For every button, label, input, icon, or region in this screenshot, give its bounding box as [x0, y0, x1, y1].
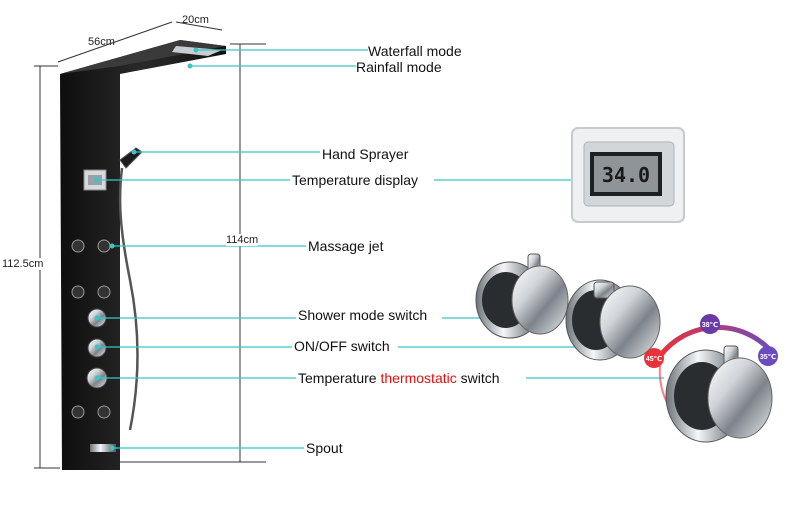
- height-right-dimension: 114cm: [226, 234, 259, 246]
- label-thermostatic-highlight: thermostatic: [380, 370, 457, 386]
- label-shower-mode-switch: Shower mode switch: [298, 307, 428, 323]
- dial-hot-badge: [644, 348, 664, 368]
- dial-mid-label: 38℃: [702, 321, 718, 329]
- panel-body: [60, 40, 226, 470]
- massage-jet: [97, 405, 111, 419]
- thermo-knob-cap: [707, 357, 773, 439]
- display-lcd: [594, 156, 658, 192]
- label-rainfall-mode: Rainfall mode: [356, 59, 442, 75]
- label-onoff-switch: ON/OFF switch: [294, 338, 390, 354]
- label-temperature-display: Temperature display: [292, 172, 419, 188]
- label-thermostatic-switch: Temperature thermostatic switch: [298, 370, 500, 386]
- massage-jets: [71, 239, 111, 419]
- hand-sprayer-head: [119, 147, 143, 169]
- massage-jet: [71, 239, 85, 253]
- leader-dots: [93, 47, 199, 451]
- label-massage-jet: Massage jet: [308, 238, 384, 254]
- shower-panel: [60, 40, 226, 470]
- dial-mid-badge: [700, 314, 720, 334]
- label-hand-sprayer: Hand Sprayer: [322, 146, 409, 162]
- width-dimension: 56cm: [88, 36, 115, 48]
- label-waterfall-mode: Waterfall mode: [368, 43, 462, 59]
- display-reading: 34.0: [602, 163, 650, 187]
- width-line: [57, 21, 173, 63]
- mode-knob-cap: [511, 265, 569, 335]
- massage-jet: [71, 285, 85, 299]
- massage-jet: [97, 285, 111, 299]
- shower-mode-knob-detail: [475, 253, 569, 339]
- leader-lines: [96, 49, 664, 449]
- hand-sprayer-hose: [118, 167, 139, 431]
- onoff-knob-lever: [593, 281, 615, 299]
- label-thermostatic-prefix: Temperature: [298, 370, 381, 386]
- onoff-knob-detail: [565, 279, 661, 361]
- onoff-knob-cap: [599, 285, 661, 359]
- dial-cold-label: 35℃: [760, 353, 776, 361]
- label-spout: Spout: [306, 440, 343, 456]
- height-left-dimension: 112.5cm: [2, 258, 44, 270]
- temperature-display-detail: 34.0: [571, 127, 685, 223]
- label-thermostatic-suffix: switch: [456, 370, 500, 386]
- dial-hot-label: 45℃: [646, 355, 662, 363]
- dial-cold-badge: [758, 346, 778, 366]
- panel-spout: [90, 444, 116, 452]
- massage-jet: [71, 405, 85, 419]
- depth-line: [175, 21, 223, 31]
- depth-dimension: 20cm: [182, 14, 209, 26]
- massage-jet: [97, 239, 111, 253]
- thermostatic-knob-detail: 45℃ 38℃ 35℃: [644, 314, 778, 443]
